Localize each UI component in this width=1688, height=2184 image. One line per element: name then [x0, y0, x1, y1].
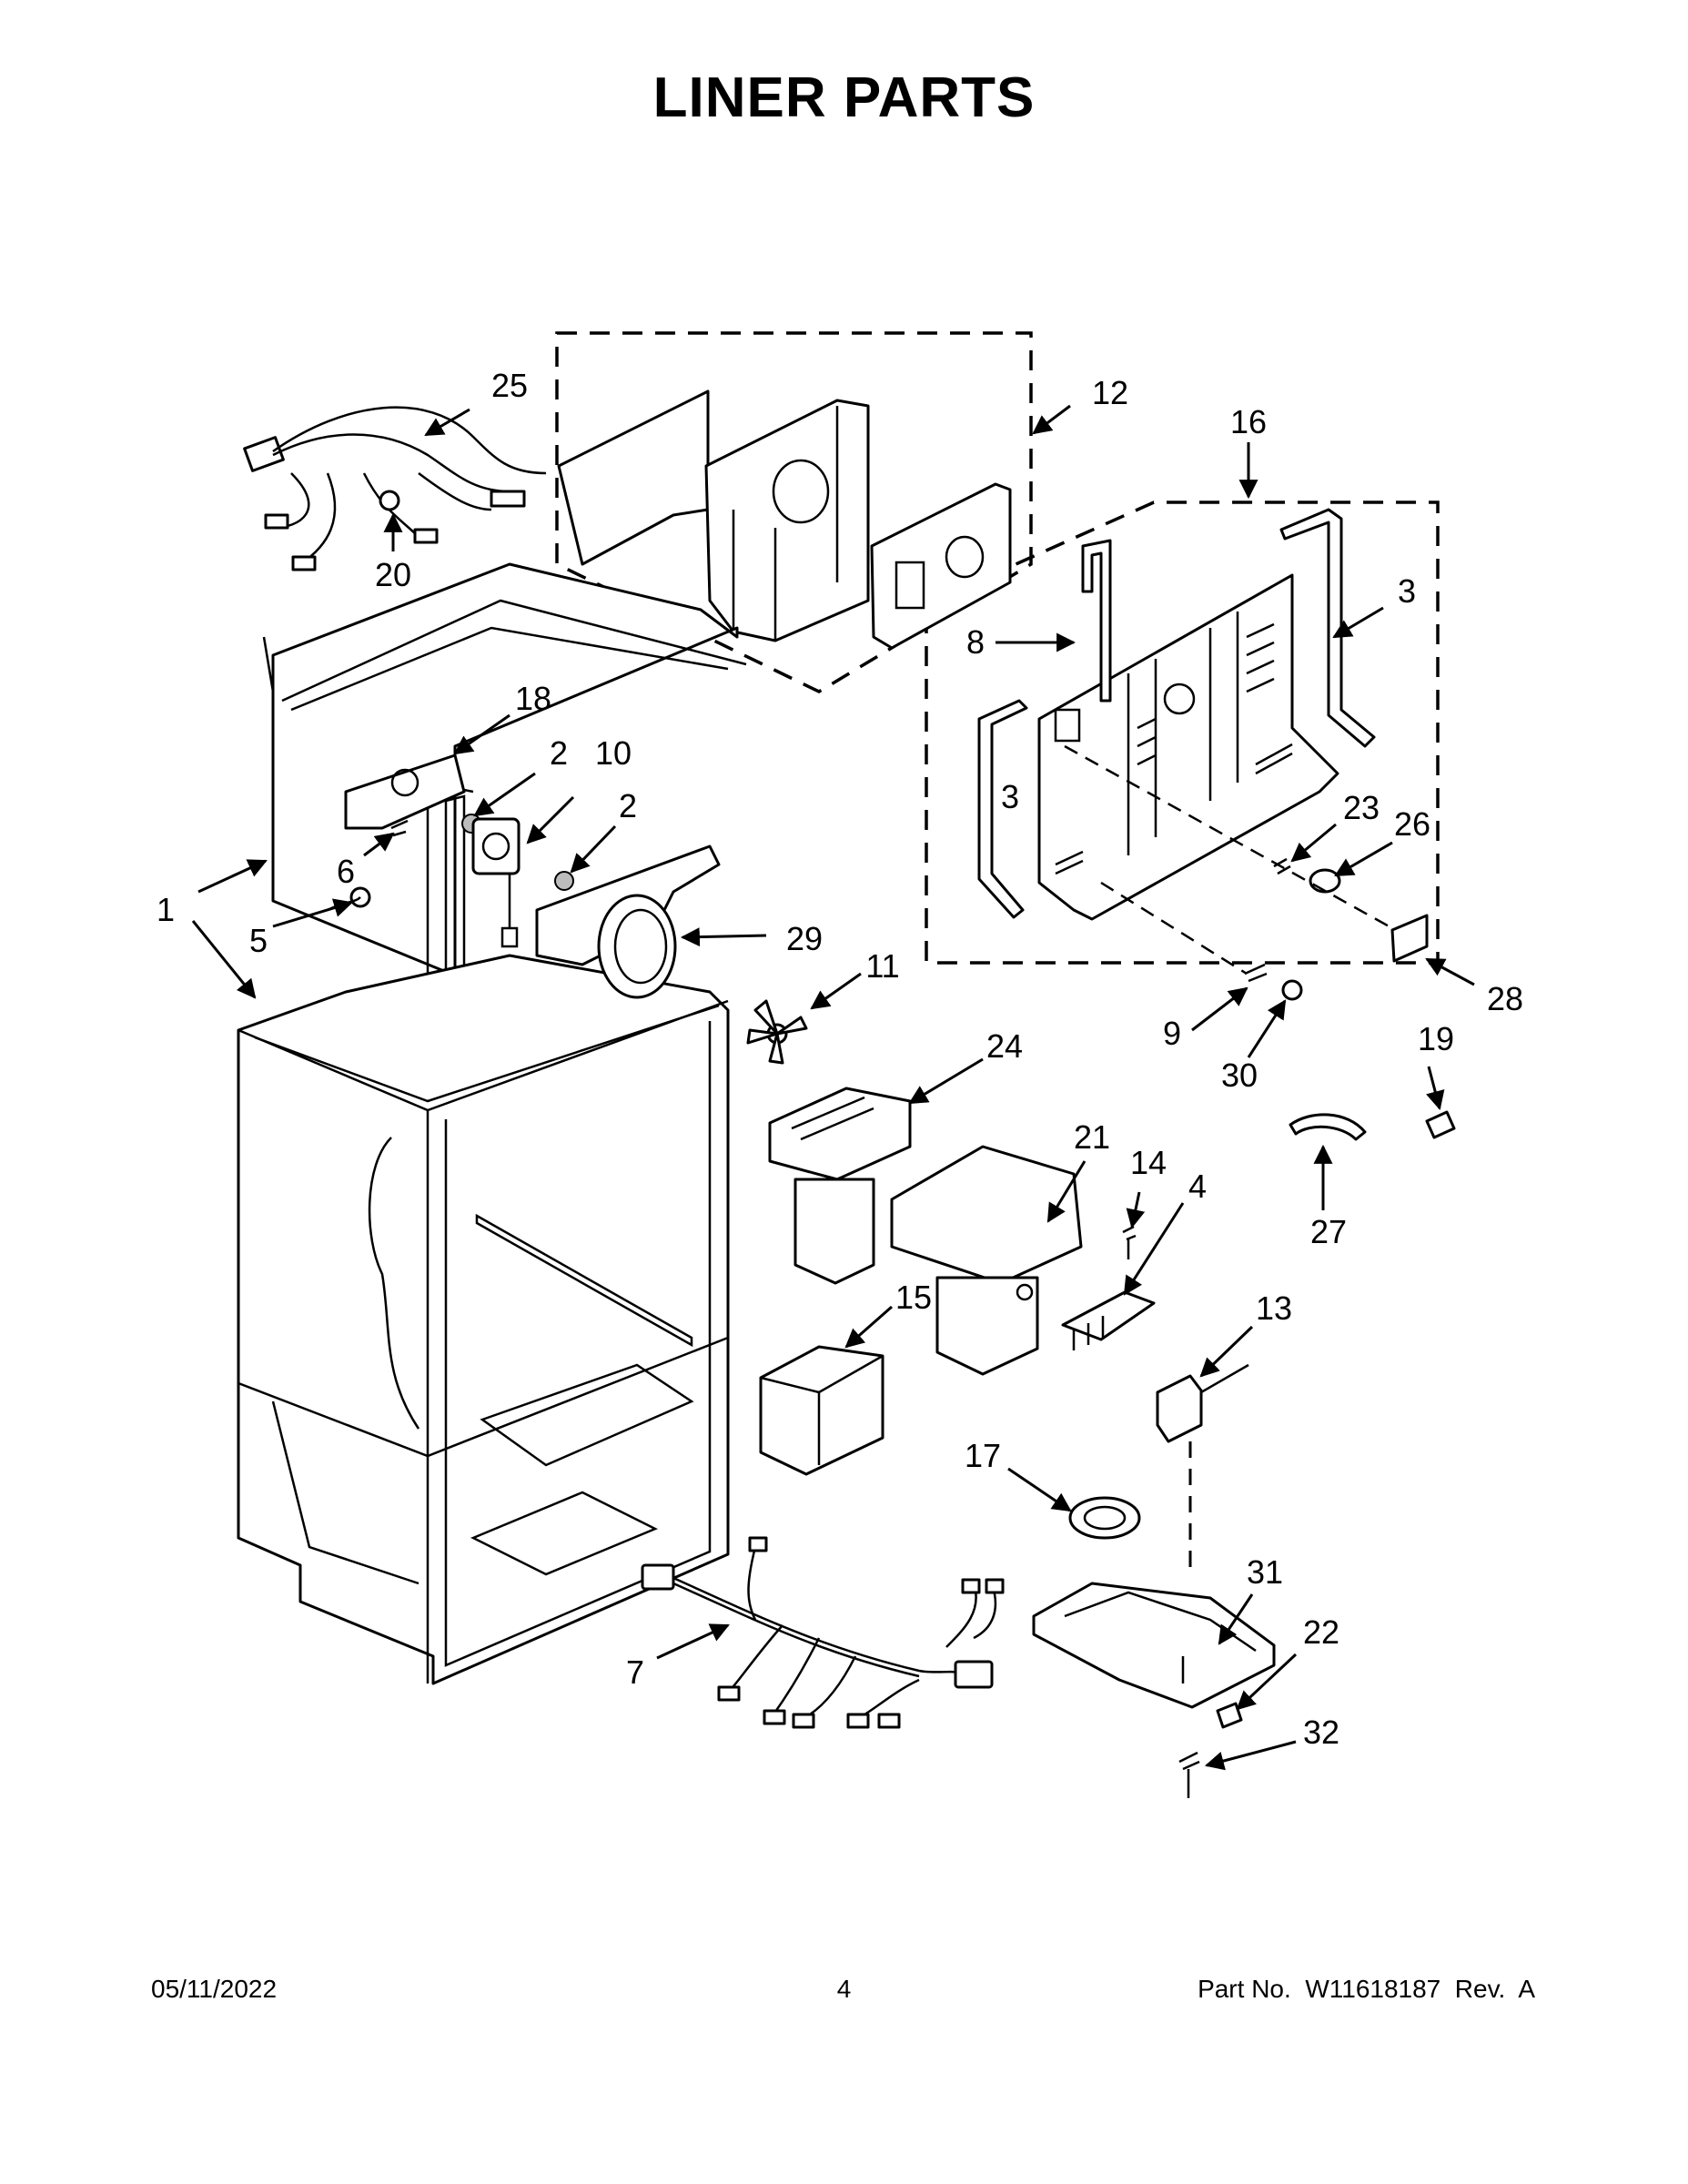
part-10-fan-motor — [471, 817, 521, 948]
callout-23: 23 — [1343, 789, 1380, 826]
part-29-fan-shroud — [535, 844, 721, 999]
footer-date: 05/11/2022 — [151, 1975, 278, 2003]
callout-22: 22 — [1303, 1613, 1339, 1651]
part-16-evaporator-cover — [1037, 573, 1339, 921]
page-title: LINER PARTS — [652, 66, 1036, 129]
part-31-drain-pan — [1032, 1582, 1276, 1709]
callout-14: 14 — [1130, 1144, 1167, 1181]
callout-2a: 2 — [550, 734, 568, 772]
part-28-cover — [1390, 914, 1429, 963]
callout-2b: 2 — [619, 787, 637, 824]
part-7-wire-harness — [641, 1536, 1005, 1729]
part-6-screw — [390, 819, 409, 837]
part-27-hose — [1289, 1113, 1367, 1141]
callout-24: 24 — [986, 1027, 1023, 1065]
part-22-fitting — [1216, 1702, 1243, 1729]
callout-26: 26 — [1394, 805, 1430, 843]
part-21-ice-housing — [890, 1145, 1083, 1376]
callout-11: 11 — [865, 947, 899, 985]
footer-page-number: 4 — [836, 1975, 852, 2003]
callout-32: 32 — [1303, 1714, 1339, 1751]
callout-3a: 3 — [1398, 572, 1416, 610]
callout-15: 15 — [895, 1279, 932, 1316]
callout-27: 27 — [1310, 1213, 1347, 1250]
part-14-screw — [1122, 1225, 1137, 1259]
callout-29: 29 — [786, 920, 823, 957]
callout-31: 31 — [1247, 1553, 1283, 1591]
part-3-tube-right — [1279, 508, 1376, 748]
part-17-heater — [1068, 1496, 1141, 1540]
callout-3b: 3 — [1001, 778, 1019, 815]
callout-5: 5 — [249, 922, 268, 959]
callout-18: 18 — [515, 680, 551, 717]
callout-17: 17 — [965, 1437, 1001, 1474]
callout-21: 21 — [1074, 1118, 1110, 1156]
part-26-knob — [1309, 868, 1341, 894]
part-15-ice-bucket — [759, 1345, 884, 1476]
part-3-tube-left — [977, 699, 1028, 919]
callout-20: 20 — [375, 556, 411, 593]
callout-labels: 1 5 6 18 2 10 2 29 11 25 20 12 16 8 3 3 … — [157, 367, 1523, 1751]
part-24-ice-chute — [768, 1087, 912, 1285]
callout-4: 4 — [1188, 1168, 1207, 1205]
part-8-tube — [1081, 539, 1112, 703]
part-18-motor-bracket — [344, 753, 466, 830]
part-11-fan-blade — [746, 999, 808, 1065]
callout-12: 12 — [1092, 374, 1128, 411]
callout-28: 28 — [1487, 980, 1523, 1017]
part-2-grommet-b — [554, 871, 574, 891]
leader-arrows — [191, 404, 1475, 1771]
part-13-valve — [1156, 1363, 1249, 1574]
callout-19: 19 — [1418, 1020, 1454, 1057]
part-4-control-board — [1061, 1290, 1156, 1350]
group-16-dashed-box — [925, 500, 1440, 965]
part-23-screw — [1273, 857, 1291, 875]
callout-13: 13 — [1256, 1289, 1292, 1327]
callout-9: 9 — [1163, 1015, 1181, 1052]
part-25-wire-harness — [243, 406, 547, 571]
dashed-connect-lines — [1064, 744, 1393, 976]
callout-16: 16 — [1230, 403, 1267, 440]
callout-30: 30 — [1221, 1057, 1258, 1094]
part-1-liner-cabinet — [237, 562, 747, 1685]
callout-1: 1 — [157, 891, 175, 928]
part-9-screw — [1244, 963, 1268, 983]
callout-8: 8 — [966, 623, 985, 661]
part-32-screw — [1178, 1751, 1200, 1798]
part-30-cap — [1281, 979, 1303, 1001]
callout-25: 25 — [491, 367, 528, 404]
callout-10: 10 — [595, 734, 632, 772]
part-19-clip — [1425, 1110, 1456, 1139]
callout-7: 7 — [626, 1653, 644, 1691]
part-12-cover-panels — [557, 389, 1012, 650]
footer-part-number: Part No. W11618187 Rev. A — [1198, 1975, 1535, 2003]
callout-6: 6 — [337, 853, 355, 890]
